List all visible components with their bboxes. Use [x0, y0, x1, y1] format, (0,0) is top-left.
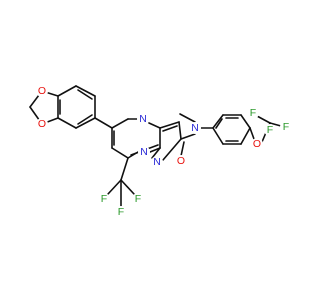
atom-o-dioxole-top: O: [36, 85, 48, 97]
svg-text:F: F: [118, 206, 124, 218]
atom-n-pyrimidine: N: [137, 113, 149, 125]
molecule-svg: O O N N N O: [29, 85, 292, 218]
dbl-co: [180, 141, 185, 157]
atom-f-ocf3-bottom: F: [264, 124, 276, 136]
bond-n-me: [179, 113, 196, 123]
svg-text:O: O: [253, 138, 261, 150]
bond-ph-3: [240, 114, 251, 129]
bond-ar-5: [57, 117, 77, 129]
bond-pz-3: [162, 138, 182, 161]
svg-text:F: F: [135, 193, 141, 205]
svg-text:F: F: [250, 107, 256, 119]
bond-ph-1: [212, 114, 224, 129]
bonds-layer: [29, 85, 282, 207]
bond-cf3-f1: [107, 179, 122, 195]
svg-text:N: N: [140, 146, 148, 158]
bond-pz-4: [151, 147, 161, 159]
bond-c-namide: [180, 133, 196, 140]
bond-pym-6: [111, 147, 129, 159]
bond-link-aryl: [94, 117, 113, 129]
dbl-pz-1: [162, 125, 178, 132]
bond-ar-o: [249, 127, 255, 140]
atoms-layer: O O N N N O: [36, 85, 292, 218]
bond-cf3-fa: [256, 115, 271, 124]
atom-f-cf3-right: F: [132, 193, 144, 205]
svg-text:N: N: [191, 122, 199, 134]
molecule-diagram: O O N N N O: [29, 85, 292, 218]
bond-ph-6: [212, 127, 224, 145]
dbl-ar-2: [77, 89, 93, 100]
dbl-ph-6: [215, 118, 223, 129]
svg-text:O: O: [177, 155, 185, 167]
atom-f-ocf3-top: F: [247, 107, 259, 119]
atom-o-carbonyl: O: [175, 155, 187, 167]
bond-pym-1: [111, 118, 129, 129]
atom-f-ocf3-right: F: [280, 121, 292, 133]
atom-n-bridgehead: N: [138, 146, 150, 158]
atom-o-dioxole-bottom: O: [36, 118, 48, 130]
atom-o-ether: O: [251, 138, 263, 150]
svg-text:O: O: [38, 85, 46, 97]
bond-pz-2: [178, 121, 182, 140]
atom-n-pyrazole: N: [151, 156, 163, 168]
bond-cf3-fb: [269, 122, 282, 127]
bond-ar-1: [57, 85, 77, 97]
svg-text:F: F: [101, 193, 107, 205]
bond-pym-2: [148, 122, 161, 129]
svg-text:F: F: [283, 121, 289, 133]
bond-cf3-f2: [120, 179, 135, 195]
bond-pz-1: [159, 121, 180, 129]
atom-n-amide: N: [189, 122, 201, 134]
svg-text:N: N: [139, 113, 147, 125]
bond-ar-4: [75, 117, 96, 129]
dbl-ar-4: [77, 114, 93, 125]
atom-f-cf3-bottom: F: [115, 206, 127, 218]
bond-pym-4: [149, 147, 161, 153]
svg-text:N: N: [153, 156, 161, 168]
bond-c-cf3: [120, 157, 129, 181]
svg-text:O: O: [38, 118, 46, 130]
svg-text:F: F: [267, 124, 273, 136]
atom-f-cf3-left: F: [98, 193, 110, 205]
bond-ar-2: [75, 85, 96, 97]
bond-ph-4: [240, 127, 251, 145]
